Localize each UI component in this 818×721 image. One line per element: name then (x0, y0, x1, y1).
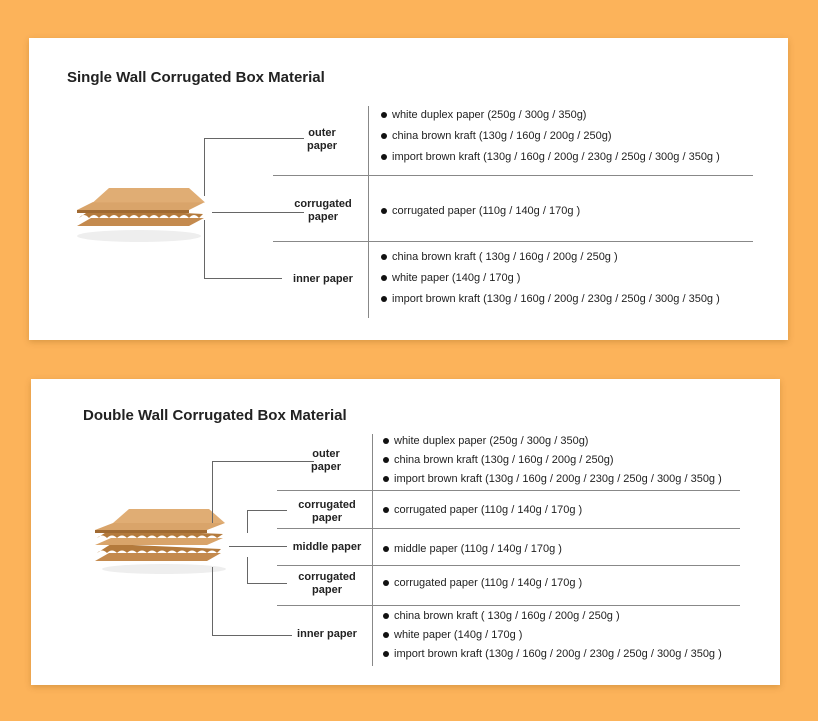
list-item: import brown kraft (130g / 160g / 200g /… (381, 151, 720, 163)
bullet-icon (383, 438, 389, 444)
list-item: import brown kraft (130g / 160g / 200g /… (383, 473, 722, 485)
row-divider-2 (277, 528, 740, 529)
bullet-icon (381, 133, 387, 139)
middle-leader (229, 546, 287, 547)
corrugated-paper-label: corrugated paper (294, 198, 352, 223)
bullet-icon (383, 632, 389, 638)
outer-leader-vertical (204, 138, 205, 196)
bullet-icon (383, 613, 389, 619)
list-item: middle paper (110g / 140g / 170g ) (383, 543, 562, 555)
list-item: china brown kraft (130g / 160g / 200g / … (383, 454, 614, 466)
bullet-icon (383, 457, 389, 463)
single-wall-title: Single Wall Corrugated Box Material (67, 69, 325, 86)
corrugated-leader-1-vertical (247, 510, 248, 533)
list-item: china brown kraft (130g / 160g / 200g / … (381, 130, 612, 142)
outer-paper-label: outer paper (311, 448, 341, 473)
list-item: corrugated paper (110g / 140g / 170g ) (381, 205, 580, 217)
corrugated-paper-label-2: corrugated paper (298, 571, 356, 596)
bullet-icon (381, 208, 387, 214)
list-item: white duplex paper (250g / 300g / 350g) (383, 435, 588, 447)
middle-paper-label: middle paper (292, 541, 362, 553)
outer-leader-vertical (212, 461, 213, 523)
bullet-icon (381, 254, 387, 260)
inner-leader-horizontal (204, 278, 282, 279)
bullet-icon (381, 275, 387, 281)
list-item: import brown kraft (130g / 160g / 200g /… (383, 648, 722, 660)
bullet-icon (381, 296, 387, 302)
row-divider-3 (277, 565, 740, 566)
bullet-icon (381, 154, 387, 160)
row-divider-2 (273, 241, 753, 242)
list-item: white paper (140g / 170g ) (381, 272, 520, 284)
double-wall-card: Double Wall Corrugated Box Material oute… (31, 379, 780, 685)
inner-leader-horizontal (212, 635, 292, 636)
list-item: china brown kraft ( 130g / 160g / 200g /… (383, 610, 620, 622)
corrugated-leader-2-vertical (247, 557, 248, 583)
table-divider-vertical (368, 106, 369, 318)
bullet-icon (383, 546, 389, 552)
corrugated-paper-label-1: corrugated paper (298, 499, 356, 524)
single-wall-card: Single Wall Corrugated Box Material oute… (29, 38, 788, 340)
inner-paper-label: inner paper (293, 273, 353, 285)
list-item: import brown kraft (130g / 160g / 200g /… (381, 293, 720, 305)
row-divider-1 (277, 490, 740, 491)
outer-paper-label: outer paper (307, 127, 337, 152)
inner-leader-vertical (204, 220, 205, 278)
list-item: white paper (140g / 170g ) (383, 629, 522, 641)
bullet-icon (383, 651, 389, 657)
bullet-icon (381, 112, 387, 118)
double-wall-board-illustration (95, 509, 226, 574)
list-item: white duplex paper (250g / 300g / 350g) (381, 109, 586, 121)
outer-leader-horizontal (212, 461, 314, 462)
row-divider-1 (273, 175, 753, 176)
list-item: corrugated paper (110g / 140g / 170g ) (383, 504, 582, 516)
list-item: china brown kraft ( 130g / 160g / 200g /… (381, 251, 618, 263)
bullet-icon (383, 580, 389, 586)
list-item: corrugated paper (110g / 140g / 170g ) (383, 577, 582, 589)
inner-paper-label: inner paper (297, 628, 357, 640)
outer-leader-horizontal (204, 138, 304, 139)
corrugated-leader-2-horizontal (247, 583, 287, 584)
double-wall-title: Double Wall Corrugated Box Material (83, 407, 347, 424)
table-divider-vertical (372, 434, 373, 666)
bullet-icon (383, 476, 389, 482)
corrugated-leader-1-horizontal (247, 510, 287, 511)
row-divider-4 (277, 605, 740, 606)
single-wall-board-illustration (77, 188, 205, 242)
corrugated-leader (212, 212, 304, 213)
inner-leader-vertical (212, 567, 213, 635)
bullet-icon (383, 507, 389, 513)
